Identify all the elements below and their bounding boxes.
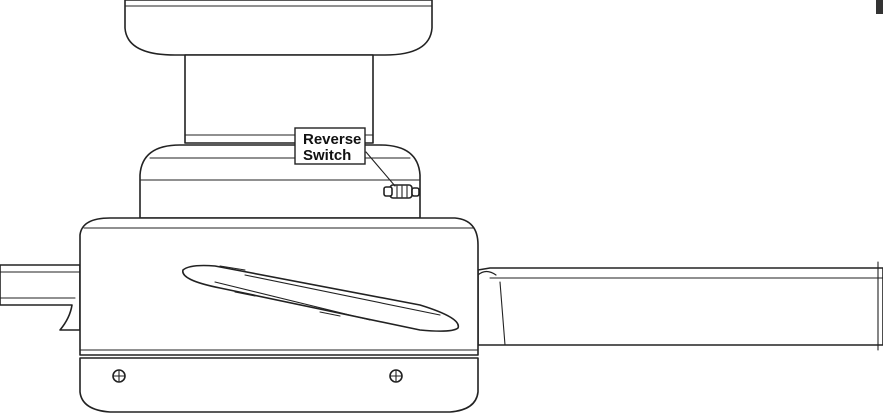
right-blade: [477, 261, 883, 351]
callout-line-1: Reverse: [303, 131, 361, 148]
callout-leader-line: [365, 151, 396, 187]
reverse-switch[interactable]: [383, 184, 420, 199]
blade-iron-slot: [182, 264, 460, 332]
left-blade-arm: [0, 264, 81, 331]
screw-right: [389, 369, 403, 383]
screw-left: [112, 369, 126, 383]
switch-housing: [139, 144, 421, 219]
reverse-switch-callout: Reverse Switch: [294, 127, 366, 165]
fan-top-housing: [124, 0, 433, 56]
callout-line-2: Switch: [303, 147, 351, 164]
corner-mark: [876, 0, 883, 14]
bottom-housing: [79, 354, 479, 413]
